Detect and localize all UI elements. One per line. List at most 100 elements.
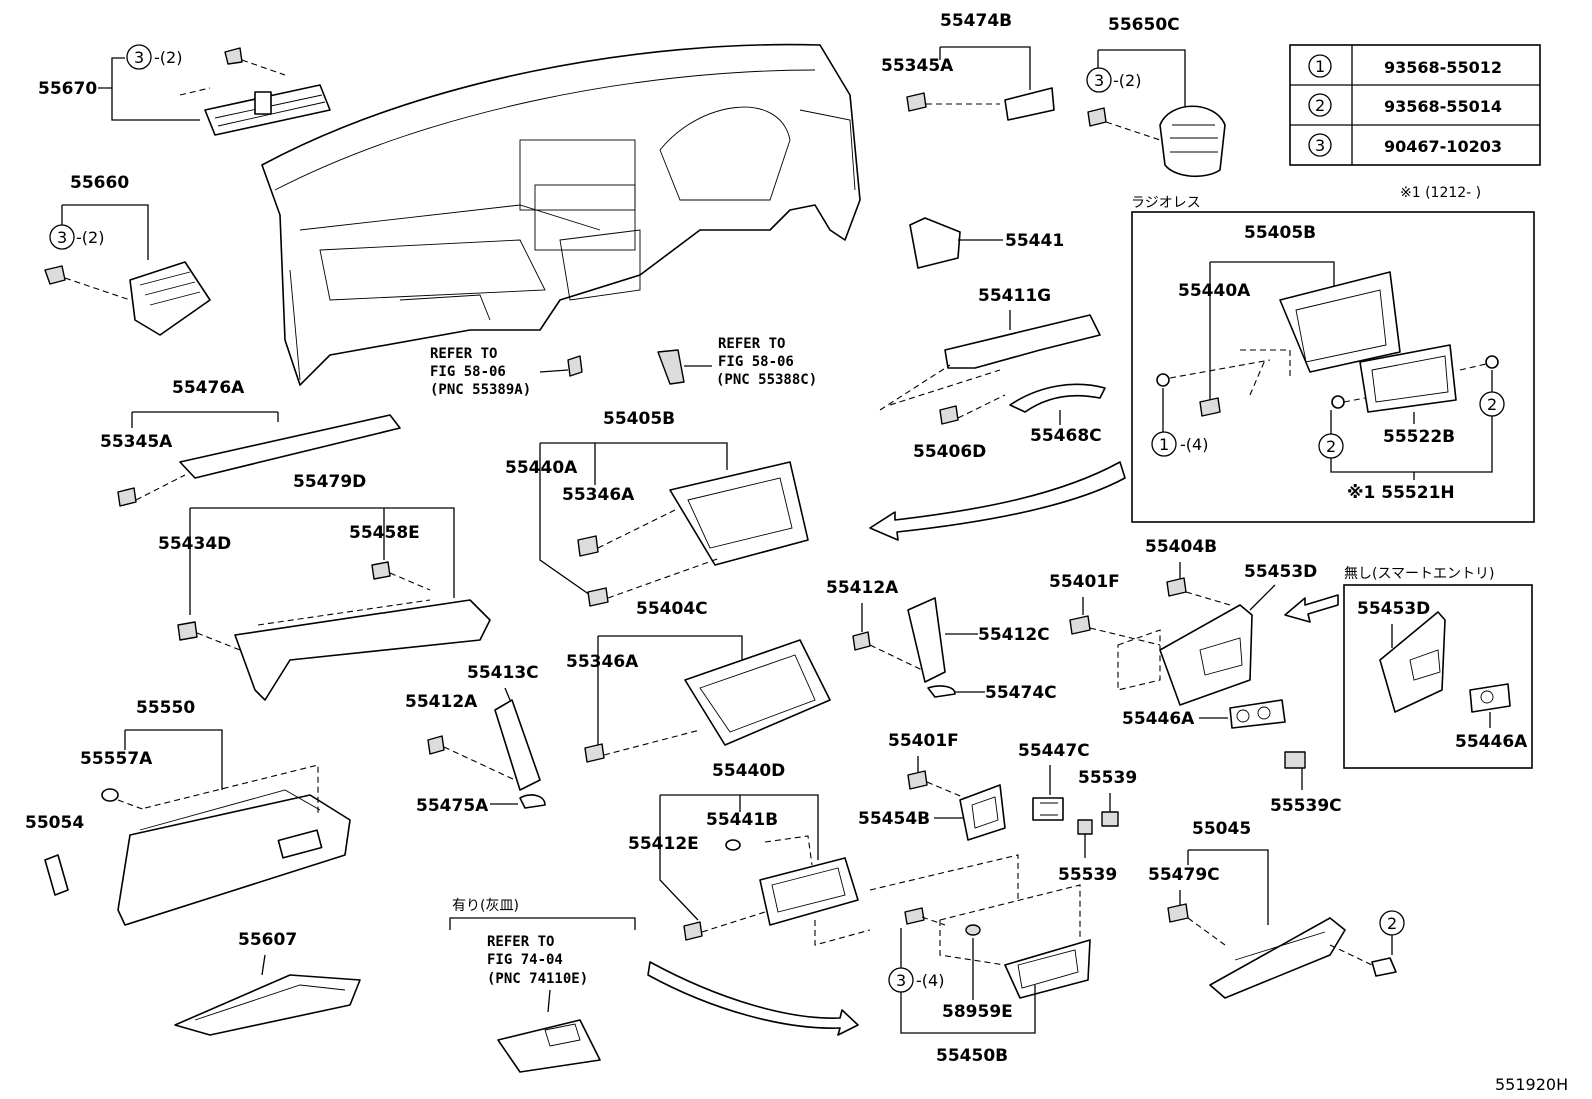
legend-row-2-part: 93568-55014	[1384, 97, 1502, 116]
label-55434D: 55434D	[158, 534, 231, 554]
part-55539-b	[1077, 819, 1093, 835]
circle-3-c: 3	[1094, 71, 1104, 90]
part-55660-vent	[44, 261, 211, 336]
part-55550-glovebox	[44, 764, 351, 926]
qty-3-d: -(4)	[916, 971, 944, 990]
svg-text:REFER TO: REFER TO	[430, 346, 497, 362]
part-55440D-box	[683, 835, 871, 946]
circle-2-b: 2	[1487, 395, 1497, 414]
label-55441: 55441	[1005, 231, 1064, 251]
label-55440D: 55440D	[712, 761, 785, 781]
label-55412A-2: 55412A	[826, 578, 899, 598]
label-55670: 55670	[38, 79, 97, 99]
radioless-box	[1131, 211, 1535, 523]
part-55479D-panel	[177, 561, 491, 701]
label-55404B: 55404B	[1145, 537, 1217, 557]
circle-3-d: 3	[896, 971, 906, 990]
label-55054: 55054	[25, 813, 84, 833]
label-55401F-1: 55401F	[888, 731, 959, 751]
no-smart-entry-box	[1343, 584, 1533, 769]
label-55539-2: 55539	[1058, 865, 1117, 885]
svg-text:(PNC 74110E): (PNC 74110E)	[487, 971, 588, 987]
part-55405B-bezel	[577, 461, 809, 607]
footnote-1212: ※1 (1212- )	[1400, 185, 1481, 201]
label-no-smart-entry: 無し(スマートエントリ)	[1344, 566, 1495, 582]
part-55453D-panel	[1117, 604, 1253, 706]
svg-text:FIG 58-06: FIG 58-06	[718, 354, 794, 370]
svg-text:(PNC 55388C): (PNC 55388C)	[716, 372, 817, 388]
label-55346A-1: 55346A	[562, 485, 635, 505]
circle-1: 1	[1159, 435, 1169, 454]
legend-row-3-part: 90467-10203	[1384, 137, 1502, 156]
circle-2-a: 2	[1326, 437, 1336, 456]
part-55446A-alt	[1469, 683, 1511, 713]
label-55045: 55045	[1192, 819, 1251, 839]
label-55446A: 55446A	[1122, 709, 1195, 729]
label-55413C: 55413C	[467, 663, 539, 683]
arrow-ashtray	[647, 961, 859, 1036]
part-55607	[174, 974, 361, 1036]
part-55045-panel	[1209, 917, 1346, 999]
part-55454B	[959, 784, 1006, 841]
label-55474B: 55474B	[940, 11, 1012, 31]
refer-note-55388C: REFER TO FIG 58-06 (PNC 55388C)	[716, 336, 817, 388]
label-55539-1: 55539	[1078, 768, 1137, 788]
label-55521H: ※1 55521H	[1347, 483, 1455, 503]
label-55474C: 55474C	[985, 683, 1057, 703]
label-55468C: 55468C	[1030, 426, 1102, 446]
label-55550: 55550	[136, 698, 195, 718]
label-55450B: 55450B	[936, 1046, 1008, 1066]
part-55446A	[1229, 699, 1286, 729]
label-radioless: ラジオレス	[1131, 195, 1201, 211]
label-55660: 55660	[70, 173, 129, 193]
label-55346A-2: 55346A	[566, 652, 639, 672]
label-55453D: 55453D	[1244, 562, 1317, 582]
svg-text:REFER TO: REFER TO	[487, 934, 554, 950]
label-55440A-radioless: 55440A	[1178, 281, 1251, 301]
label-55453D-alt: 55453D	[1357, 599, 1430, 619]
refer-note-74110E: REFER TO FIG 74-04 (PNC 74110E)	[487, 934, 588, 987]
label-55557A: 55557A	[80, 749, 153, 769]
arrow-radioless	[869, 461, 1126, 541]
legend-row-2: 2 93568-55014	[1308, 93, 1502, 117]
label-ashtray-note: 有り(灰皿)	[452, 898, 519, 914]
label-55475A: 55475A	[416, 796, 489, 816]
part-55474B	[1004, 87, 1055, 121]
label-55522B: 55522B	[1383, 427, 1455, 447]
label-55401F-2: 55401F	[1049, 572, 1120, 592]
part-55413C	[427, 699, 546, 809]
label-55441B: 55441B	[706, 810, 778, 830]
label-55476A: 55476A	[172, 378, 245, 398]
label-55405B-center: 55405B	[603, 409, 675, 429]
arrow-smart-entry	[1284, 594, 1339, 623]
legend-row-1-num: 1	[1315, 57, 1325, 76]
part-55670-vent	[179, 47, 331, 136]
legend-row-1-part: 93568-55012	[1384, 58, 1502, 77]
label-55406D: 55406D	[913, 442, 986, 462]
label-55345A-top: 55345A	[881, 56, 954, 76]
label-55411G: 55411G	[978, 286, 1051, 306]
label-55454B: 55454B	[858, 809, 930, 829]
label-55345A-left: 55345A	[100, 432, 173, 452]
part-55474C	[927, 685, 956, 698]
part-55404C-bezel	[584, 639, 831, 763]
bolt-2	[1371, 957, 1397, 977]
svg-text:FIG 58-06: FIG 58-06	[430, 364, 506, 380]
label-58959E: 58959E	[942, 1002, 1013, 1022]
part-55405B-radioless	[1156, 271, 1499, 417]
qty-3-b: -(2)	[76, 228, 104, 247]
legend-row-3-num: 3	[1315, 136, 1325, 155]
label-55446A-alt: 55446A	[1455, 732, 1528, 752]
part-55539C	[1284, 751, 1306, 769]
label-55479D: 55479D	[293, 472, 366, 492]
legend-row-1: 1 93568-55012	[1308, 54, 1502, 78]
svg-text:FIG 74-04: FIG 74-04	[487, 952, 563, 968]
figure-code: 551920H	[1495, 1075, 1568, 1094]
svg-text:(PNC 55389A): (PNC 55389A)	[430, 382, 531, 398]
part-55539-a	[1101, 811, 1119, 827]
label-55479C: 55479C	[1148, 865, 1220, 885]
label-55447C: 55447C	[1018, 741, 1090, 761]
refer-note-55389A: REFER TO FIG 58-06 (PNC 55389A)	[430, 346, 531, 398]
part-55468C	[1009, 383, 1106, 413]
